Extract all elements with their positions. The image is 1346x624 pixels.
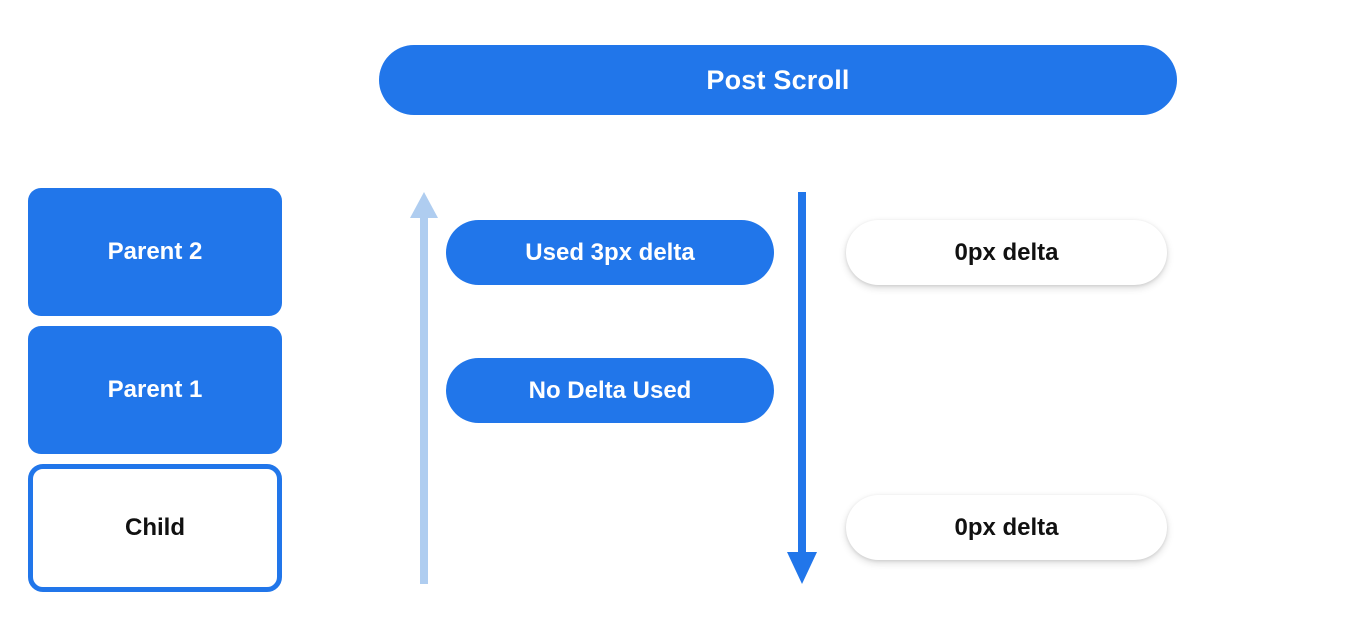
result-pill-bottom-label: 0px delta — [954, 513, 1059, 541]
header-title: Post Scroll — [706, 64, 850, 95]
node-child-label: Child — [125, 514, 185, 541]
result-pill-top-label: 0px delta — [954, 238, 1059, 266]
center-pill-used-delta-label: Used 3px delta — [525, 238, 695, 266]
node-child: Child — [28, 464, 282, 592]
result-pill-bottom: 0px delta — [846, 495, 1167, 560]
node-parent-2: Parent 2 — [28, 188, 282, 316]
node-parent-1-label: Parent 1 — [107, 376, 203, 403]
node-parent-2-label: Parent 2 — [107, 238, 203, 265]
center-pill-used-delta: Used 3px delta — [446, 220, 774, 285]
header-pill: Post Scroll — [379, 45, 1177, 115]
center-pill-no-delta: No Delta Used — [446, 358, 774, 423]
result-pill-top: 0px delta — [846, 220, 1167, 285]
center-pill-no-delta-label: No Delta Used — [528, 376, 692, 404]
arrow-down-icon — [787, 192, 817, 584]
arrow-up-icon — [410, 192, 438, 584]
node-parent-1: Parent 1 — [28, 326, 282, 454]
